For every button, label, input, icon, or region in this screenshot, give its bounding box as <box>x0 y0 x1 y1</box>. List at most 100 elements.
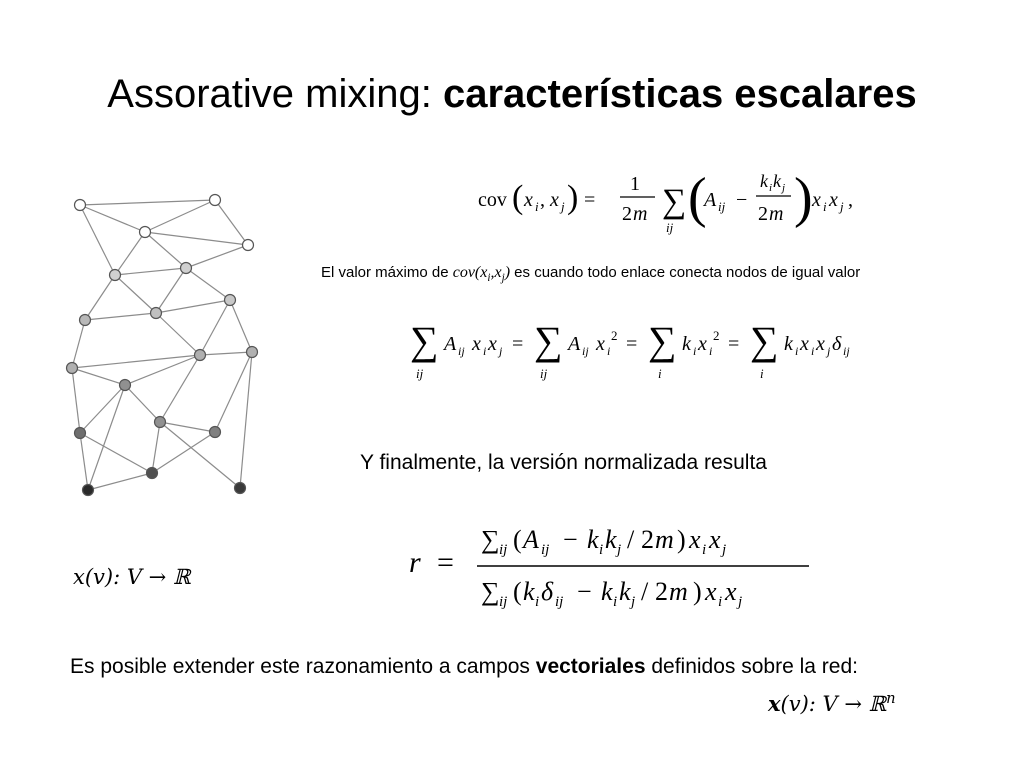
svg-text:ij: ij <box>541 542 549 558</box>
svg-text:x: x <box>471 333 481 355</box>
node <box>65 361 79 375</box>
svg-text:/: / <box>641 577 649 606</box>
svg-text:(: ( <box>513 525 522 554</box>
svg-text:=: = <box>512 333 523 355</box>
svg-text:m: m <box>633 203 647 225</box>
node <box>241 238 255 252</box>
node <box>153 415 167 429</box>
svg-text:x: x <box>523 189 533 211</box>
svg-text:x: x <box>815 333 825 355</box>
node <box>233 481 247 495</box>
svg-text:i: i <box>795 344 798 358</box>
svg-text:2: 2 <box>758 203 768 225</box>
svg-text:j: j <box>825 344 831 358</box>
vector-field-map: x(v): V → ℝn <box>768 690 896 717</box>
svg-text:x: x <box>595 333 605 355</box>
svg-text:m: m <box>669 577 688 606</box>
svg-text:−: − <box>563 525 578 554</box>
svg-text:ij: ij <box>666 220 674 235</box>
title-regular: Assorative mixing: <box>107 72 443 116</box>
svg-text:A: A <box>702 189 717 211</box>
scalar-field-map: x(v): V → ℝ <box>73 565 191 589</box>
svg-text:ij: ij <box>540 366 548 381</box>
svg-text:∑: ∑ <box>481 577 500 606</box>
svg-text:=: = <box>728 333 739 355</box>
svg-text:=: = <box>626 333 637 355</box>
svg-text:i: i <box>769 182 772 194</box>
svg-text:k: k <box>760 171 769 191</box>
svg-text:i: i <box>535 594 539 610</box>
svg-text:i: i <box>718 594 722 610</box>
svg-text:ij: ij <box>499 542 507 558</box>
svg-text:): ) <box>794 167 813 229</box>
svg-text:2: 2 <box>655 577 668 606</box>
covariance-formula: cov ( x i , x j ) = 1 2 m ∑ ij ( A ij − … <box>478 167 853 235</box>
svg-text:i: i <box>607 344 610 358</box>
svg-text:): ) <box>677 525 686 554</box>
network-edges <box>71 199 253 491</box>
node <box>208 425 222 439</box>
svg-text:2: 2 <box>713 328 720 343</box>
svg-text:−: − <box>736 189 747 211</box>
node <box>245 345 259 359</box>
svg-text:j: j <box>736 594 742 610</box>
svg-text:m: m <box>769 203 783 225</box>
svg-text:i: i <box>535 199 539 214</box>
svg-text:(: ( <box>512 179 523 216</box>
svg-text:j: j <box>615 542 621 558</box>
svg-text:x: x <box>487 333 497 355</box>
svg-text:m: m <box>655 525 674 554</box>
svg-text:i: i <box>760 366 764 381</box>
svg-text:x: x <box>799 333 809 355</box>
svg-text:1: 1 <box>630 173 640 195</box>
svg-text:A: A <box>566 333 581 355</box>
svg-text:(: ( <box>688 167 707 229</box>
node <box>179 261 193 275</box>
svg-text:i: i <box>811 344 814 358</box>
node <box>73 426 87 440</box>
svg-text:k: k <box>601 577 613 606</box>
svg-text:x: x <box>708 525 721 554</box>
network-diagram <box>65 193 259 497</box>
svg-text:j: j <box>629 594 635 610</box>
svg-text:x: x <box>697 333 707 355</box>
svg-text:j: j <box>780 182 785 194</box>
svg-text:j: j <box>838 199 844 214</box>
svg-text:k: k <box>619 577 631 606</box>
svg-text:A: A <box>521 525 539 554</box>
svg-text:i: i <box>483 344 486 358</box>
svg-text:ij: ij <box>582 344 589 358</box>
svg-text:ij: ij <box>718 199 726 214</box>
svg-text:ij: ij <box>499 594 507 610</box>
max-value-note: El valor máximo de cov(xi,xj) es cuando … <box>321 264 861 284</box>
svg-text:ij: ij <box>843 344 850 358</box>
node <box>118 378 132 392</box>
node <box>223 293 237 307</box>
svg-text:∑: ∑ <box>750 318 779 363</box>
svg-text:k: k <box>682 333 692 355</box>
cov-inline: cov(xi,xj) <box>452 264 511 284</box>
svg-text:k: k <box>605 525 617 554</box>
svg-text:i: i <box>702 542 706 558</box>
node <box>193 348 207 362</box>
svg-text:j: j <box>497 344 503 358</box>
node <box>108 268 122 282</box>
svg-text:2: 2 <box>611 328 618 343</box>
svg-text:,: , <box>540 189 545 211</box>
svg-text:δ: δ <box>832 333 842 355</box>
svg-text:i: i <box>613 594 617 610</box>
node <box>149 306 163 320</box>
svg-text:δ: δ <box>541 577 554 606</box>
svg-text:ij: ij <box>458 344 465 358</box>
normalized-intro-text: Y finalmente, la versión normalizada res… <box>360 451 767 474</box>
vector-extension-text: Es posible extender este razonamiento a … <box>70 655 858 678</box>
svg-text:=: = <box>437 546 454 579</box>
svg-text:=: = <box>584 189 595 211</box>
svg-text:i: i <box>599 542 603 558</box>
svg-text:i: i <box>709 344 712 358</box>
svg-text:,: , <box>848 189 853 211</box>
svg-text:∑: ∑ <box>662 183 686 220</box>
svg-text:i: i <box>823 199 827 214</box>
